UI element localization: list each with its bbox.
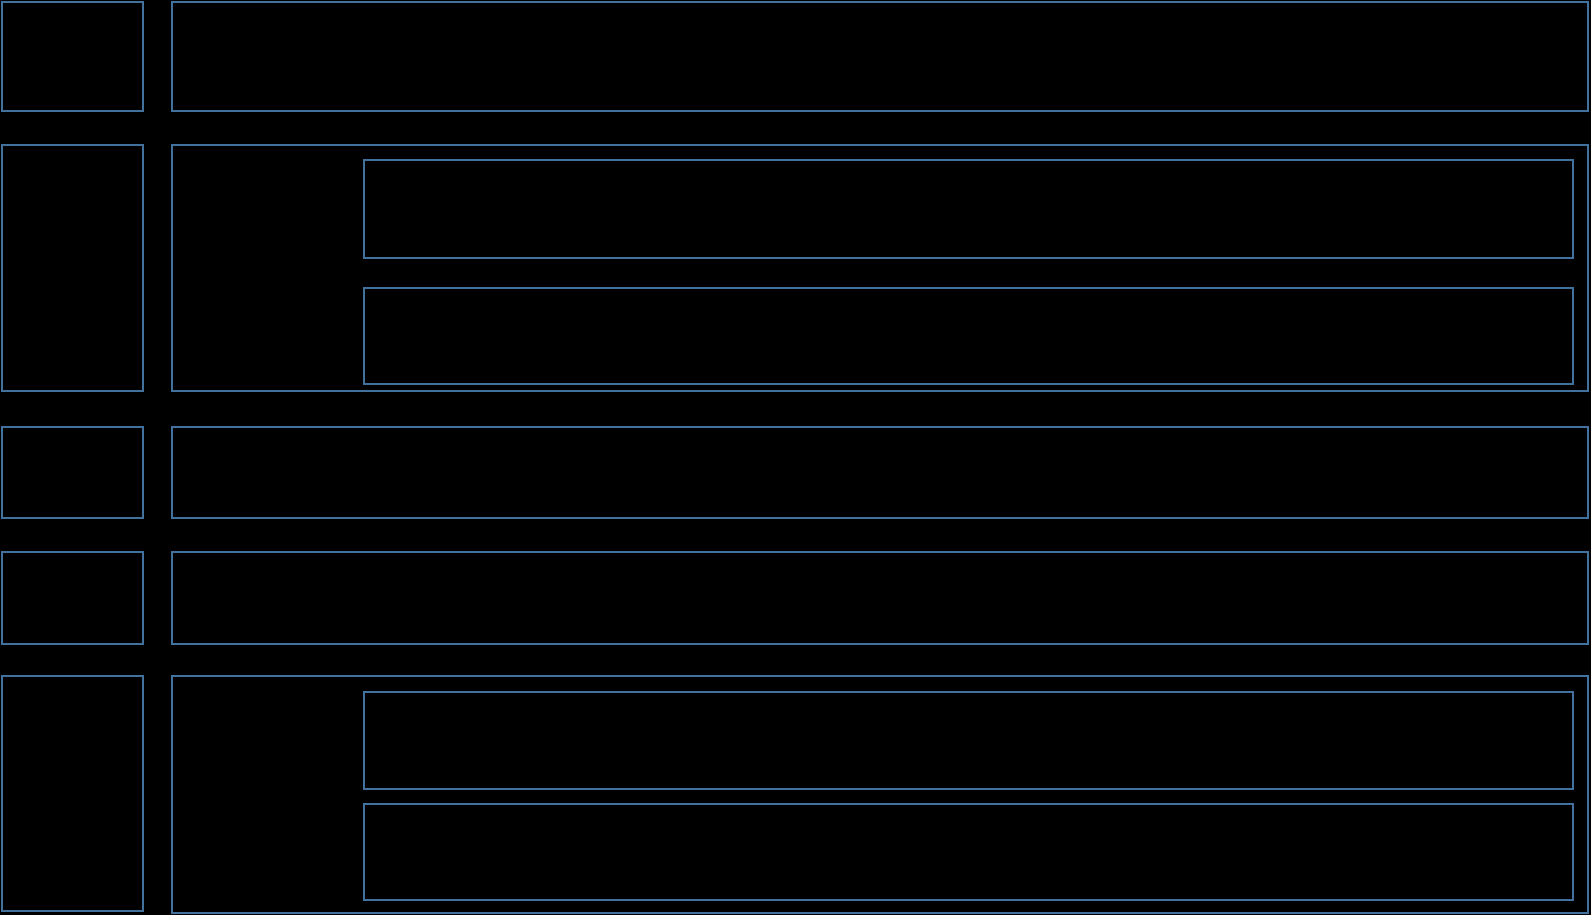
row4-right-placeholder-box <box>171 551 1589 645</box>
row2-right-placeholder-box <box>171 144 1589 392</box>
row1-right-placeholder-box <box>171 1 1589 112</box>
row5-right-placeholder-box <box>171 675 1589 914</box>
row2-inner-box-1 <box>363 159 1574 259</box>
row5-inner-box-2 <box>363 803 1574 901</box>
row3-right-placeholder-box <box>171 426 1589 519</box>
row5-left-placeholder-box <box>1 675 144 912</box>
row2-left-placeholder-box <box>1 144 144 392</box>
row1-left-placeholder-box <box>1 1 144 112</box>
row4-left-placeholder-box <box>1 551 144 645</box>
row5-inner-box-1 <box>363 691 1574 790</box>
row2-inner-box-2 <box>363 287 1574 385</box>
row3-left-placeholder-box <box>1 426 144 519</box>
